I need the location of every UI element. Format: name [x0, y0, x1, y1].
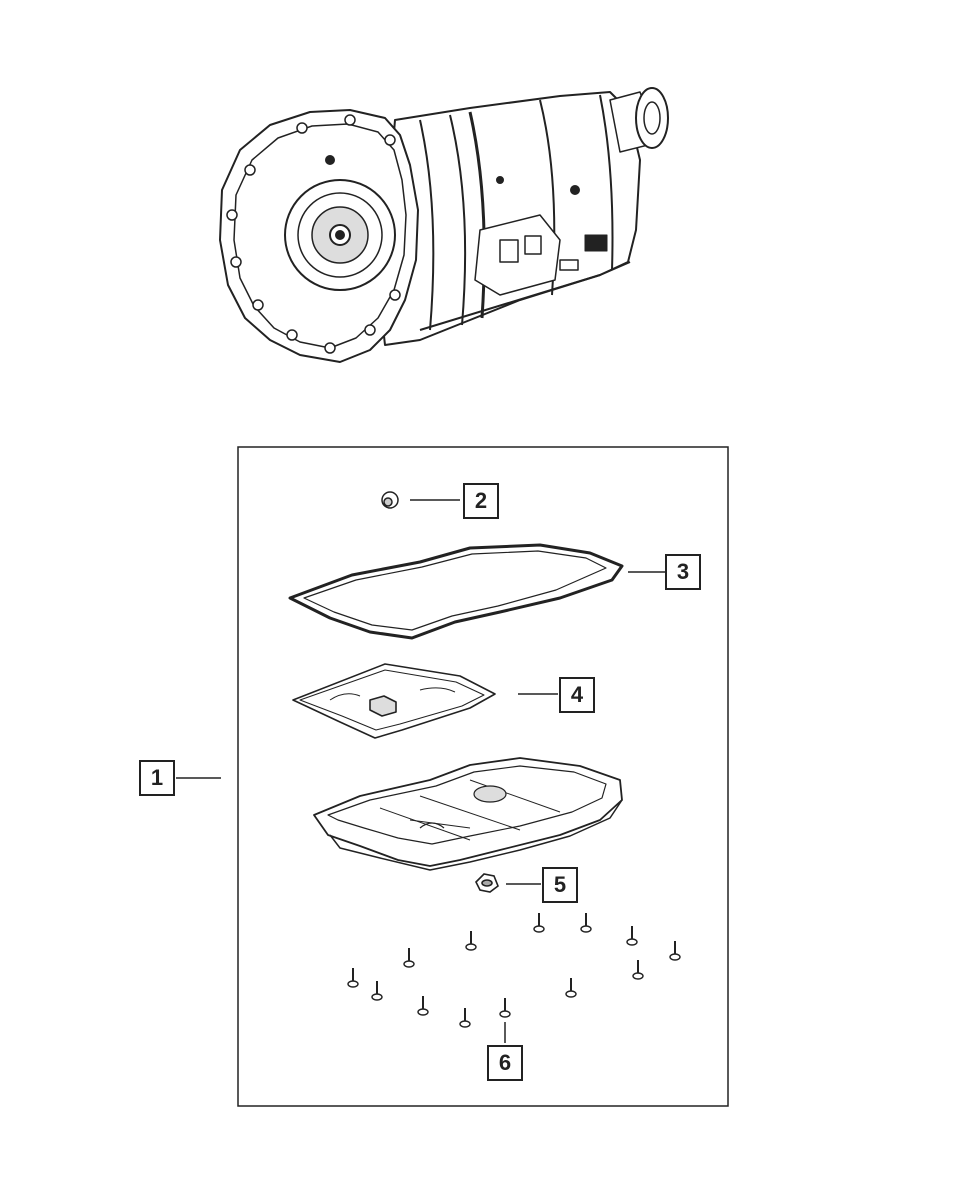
bolt-icon — [626, 926, 638, 946]
plug-part — [381, 491, 399, 509]
bolt-icon — [632, 960, 644, 980]
filter-part — [292, 663, 496, 739]
bolt-icon — [371, 981, 383, 1001]
kit-frame — [237, 446, 729, 1107]
callout-4[interactable]: 4 — [559, 677, 595, 713]
callout-2[interactable]: 2 — [463, 483, 499, 519]
bolt-icon — [669, 941, 681, 961]
transmission-illustration — [219, 87, 669, 363]
oil-pan-part — [313, 757, 623, 871]
callout-5[interactable]: 5 — [542, 867, 578, 903]
bolt-icon — [403, 948, 415, 968]
callout-1[interactable]: 1 — [139, 760, 175, 796]
bolt-icon — [459, 1008, 471, 1028]
callout-6[interactable]: 6 — [487, 1045, 523, 1081]
bolt-icon — [499, 998, 511, 1018]
bolt-icon — [465, 931, 477, 951]
bolt-icon — [565, 978, 577, 998]
bolt-icon — [417, 996, 429, 1016]
drain-plug-part — [475, 873, 499, 893]
pan-gasket-part — [288, 543, 624, 640]
bolt-icon — [347, 968, 359, 988]
bolt-icon — [580, 913, 592, 933]
callout-3[interactable]: 3 — [665, 554, 701, 590]
bolt-icon — [533, 913, 545, 933]
pan-bolts-part — [347, 913, 681, 1028]
